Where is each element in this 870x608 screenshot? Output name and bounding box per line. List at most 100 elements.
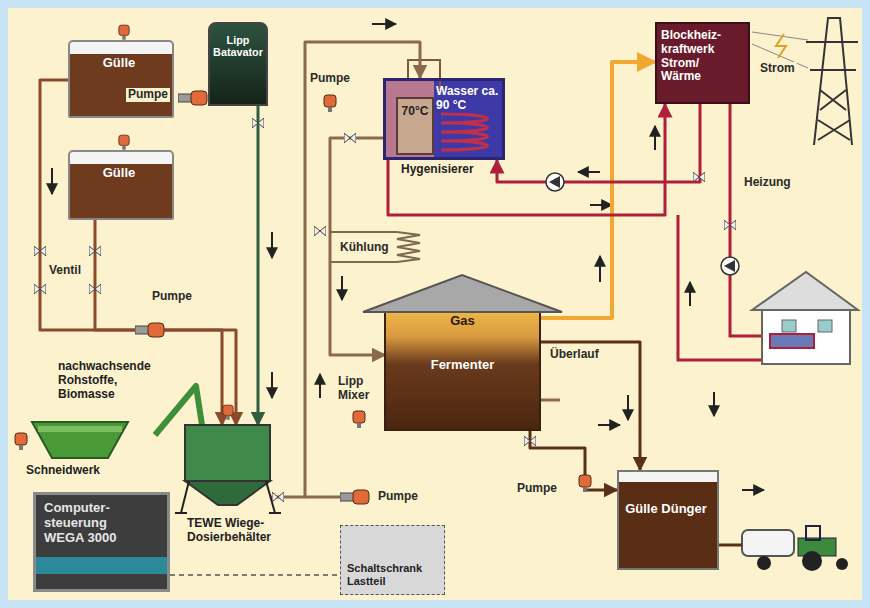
node-text: TEWE Wiege-Dosierbehälter — [187, 517, 287, 545]
tractor — [757, 556, 771, 570]
tractor — [742, 530, 794, 556]
hygienizer-vessel — [441, 114, 488, 150]
node-text: Lipp Batavator — [212, 34, 264, 59]
tractor — [715, 544, 742, 547]
flow-arrow — [713, 392, 715, 416]
valve-symbol — [89, 246, 101, 256]
house — [818, 320, 832, 332]
hygienizer-vessel — [383, 78, 505, 160]
equipment-box: Blockheiz- kraftwerk Strom/ Wärme — [655, 22, 750, 104]
part-label: Ventil — [47, 264, 83, 278]
valve-symbol — [724, 220, 736, 230]
node-text: nachwachsende Rohstoffe, Biomasse — [58, 360, 154, 401]
equipment-box: nachwachsende Rohstoffe, BiomasseSchneid… — [30, 360, 155, 490]
power-pylon — [806, 42, 858, 140]
pipe-connector — [95, 220, 236, 425]
tractor — [836, 558, 848, 570]
hopper — [32, 422, 128, 458]
equipment-box: Gülle — [68, 40, 174, 118]
house — [752, 272, 858, 364]
pump-symbol — [579, 475, 591, 492]
equipment-box: 70°CWasser ca. 90 °CHygenisierer — [383, 78, 505, 160]
power-pylon — [752, 18, 858, 145]
flow-arrow — [271, 232, 273, 258]
part-label: Lipp Mixer — [336, 375, 384, 403]
node-text: Gülle — [70, 166, 168, 181]
flow-arrow — [598, 424, 620, 426]
equipment-box: TEWE Wiege-Dosierbehälter — [185, 425, 270, 513]
equipment-box: Gülle Dünger — [617, 470, 719, 570]
hygienizer-vessel — [383, 60, 505, 160]
flow-arrow — [271, 372, 273, 398]
pump-symbol — [119, 135, 129, 150]
part-label: Pumpe — [150, 290, 194, 304]
part-label: Pumpe — [515, 482, 559, 496]
hygienizer-vessel — [408, 60, 440, 90]
cooling-coil — [330, 232, 397, 262]
cooling-coil — [397, 232, 420, 262]
part-label: Kühlung — [338, 241, 391, 255]
pump-symbol — [353, 411, 365, 428]
node-outline — [385, 272, 540, 430]
node-text: 70°C — [398, 105, 432, 119]
flow-arrow — [654, 126, 656, 150]
pump-symbol — [15, 25, 739, 504]
pipe-connector — [540, 342, 640, 470]
house — [782, 320, 796, 332]
equipment-box: Computer- steuerung WEGA 3000 — [33, 492, 170, 592]
fermenter-roof — [363, 275, 562, 312]
pipe-connector — [170, 574, 340, 576]
pipe — [305, 496, 345, 499]
part-label: Überlauf — [548, 348, 601, 362]
flow-arrow — [742, 489, 764, 491]
valve-symbol — [344, 133, 356, 143]
equipment-box: Schaltschrank Lastteil — [340, 525, 445, 595]
house — [752, 272, 858, 310]
cooling-coil — [330, 232, 420, 262]
pipe-connector — [530, 430, 617, 490]
node-text: Hygenisierer — [401, 163, 501, 177]
pump-symbol — [546, 173, 564, 191]
equipment-box: 70°C — [396, 97, 434, 155]
valve-symbol — [314, 226, 326, 236]
pump-symbol — [721, 257, 739, 275]
pipe-connector — [40, 80, 222, 425]
pump-symbol — [340, 490, 369, 504]
pump-symbol — [324, 95, 336, 112]
valve-symbol — [89, 284, 101, 294]
equipment-box: Gülle — [68, 150, 174, 220]
pipe-connector — [540, 62, 655, 318]
pump-symbol — [15, 433, 27, 450]
node-text: Fermenter — [385, 358, 540, 373]
valve-symbol — [34, 246, 46, 256]
flow-arrow — [578, 171, 600, 173]
node-text: Gülle Dünger — [619, 502, 713, 517]
dosing-container — [185, 425, 270, 481]
node-text: Schneidwerk — [26, 464, 126, 478]
part-label: Pumpe — [308, 72, 352, 86]
equipment-box: GasFermenter — [385, 272, 540, 430]
node-text: Wasser ca. 90 °C — [436, 85, 502, 113]
power-pylon — [776, 34, 786, 58]
pipe-connector — [257, 106, 260, 425]
pump-symbol — [135, 323, 164, 337]
dosing-cone — [185, 481, 270, 505]
part-label: Pumpe — [376, 490, 420, 504]
pipe-connector — [497, 104, 700, 182]
valve-symbol — [252, 118, 264, 128]
valve-symbol — [693, 172, 705, 182]
tractor — [806, 526, 820, 540]
pump-symbol — [119, 25, 129, 40]
flow-arrow — [341, 276, 343, 300]
node-text: Blockheiz- kraftwerk Strom/ Wärme — [661, 29, 741, 84]
frame — [8, 8, 862, 600]
pump-symbol — [223, 405, 233, 420]
flow-arrow — [51, 168, 53, 194]
valve-symbol — [34, 284, 46, 294]
part-label: Strom — [758, 62, 797, 76]
house — [762, 306, 850, 364]
node-text: Computer- steuerung WEGA 3000 — [44, 501, 134, 546]
fermenter-tank — [385, 310, 540, 430]
flow-arrow — [689, 282, 691, 306]
